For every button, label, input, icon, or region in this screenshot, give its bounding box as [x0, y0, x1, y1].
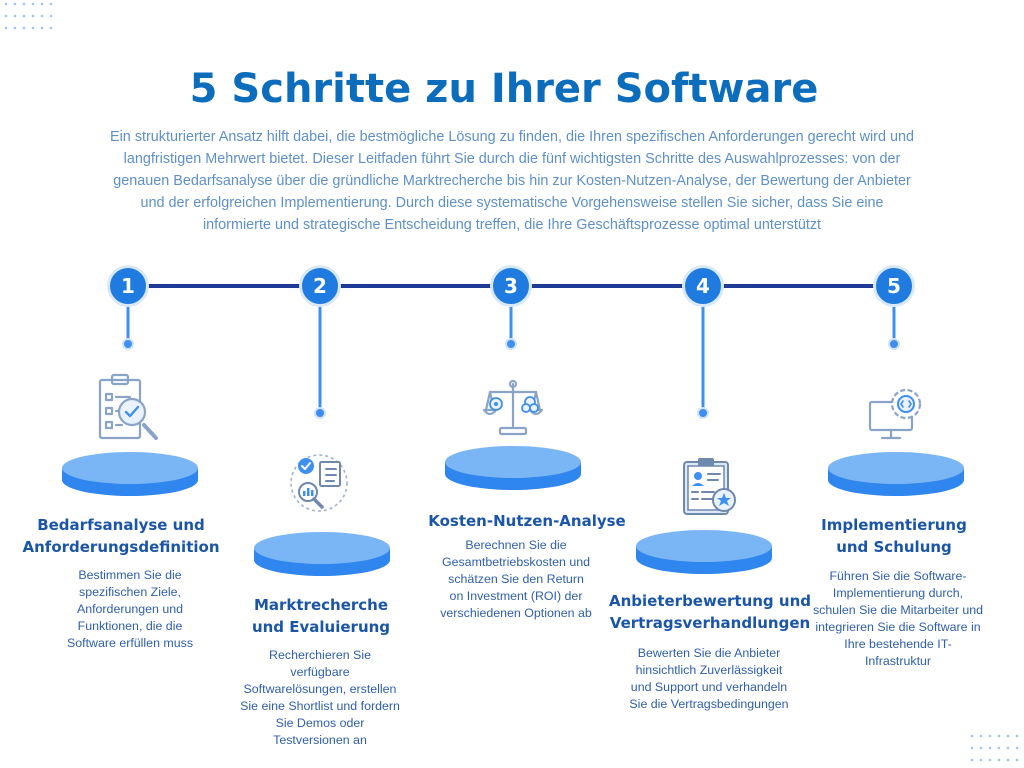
- step-description-5: Führen Sie die Software-Implementierung …: [812, 569, 984, 668]
- step-title-2: Marktrecherche und Evaluierung: [251, 596, 391, 636]
- step-number-1: 1: [107, 265, 149, 307]
- platform-disc-1: [62, 452, 198, 496]
- connector-dot-4: [697, 407, 709, 419]
- step-description-2: Recherchieren Sie verfügbare Softwarelös…: [240, 648, 400, 747]
- monitor-gear-icon: [868, 388, 922, 440]
- step-description-3: Berechnen Sie die Gesamtbetriebskosten u…: [440, 538, 592, 620]
- step-number-3: 3: [490, 265, 532, 307]
- research-evaluation-icon: [290, 454, 348, 512]
- clipboard-rating-icon: [683, 458, 736, 515]
- connector-dot-2: [314, 407, 326, 419]
- intro-paragraph: Ein strukturierter Ansatz hilft dabei, d…: [110, 129, 914, 233]
- connector-dot-5: [888, 338, 900, 350]
- connector-dot-1: [122, 338, 134, 350]
- platform-disc-3: [445, 446, 581, 490]
- page-title: 5 Schritte zu Ihrer Software: [189, 66, 819, 112]
- checklist-search-icon: [98, 373, 158, 440]
- step-number-5: 5: [873, 265, 915, 307]
- step-title-1: Bedarfsanalyse und Anforderungsdefinitio…: [22, 516, 220, 556]
- step-description-1: Bestimmen Sie die spezifischen Ziele, An…: [66, 568, 194, 650]
- decorative-dots-top-left: [4, 2, 53, 30]
- step-title-4: Anbieterbewertung und Vertragsverhandlun…: [608, 592, 811, 632]
- balance-scale-icon: [482, 379, 544, 436]
- step-number-2: 2: [299, 265, 341, 307]
- decorative-dots-bottom-right: [970, 734, 1019, 762]
- step-title-5: Implementierung und Schulung: [821, 516, 967, 556]
- step-title-3: Kosten-Nutzen-Analyse: [428, 512, 626, 530]
- platform-disc-2: [254, 532, 390, 576]
- step-number-4: 4: [682, 265, 724, 307]
- connector-dot-3: [505, 338, 517, 350]
- platform-disc-5: [828, 452, 964, 496]
- step-description-4: Bewerten Sie die Anbieter hinsichtlich Z…: [629, 646, 789, 711]
- platform-disc-4: [636, 530, 772, 574]
